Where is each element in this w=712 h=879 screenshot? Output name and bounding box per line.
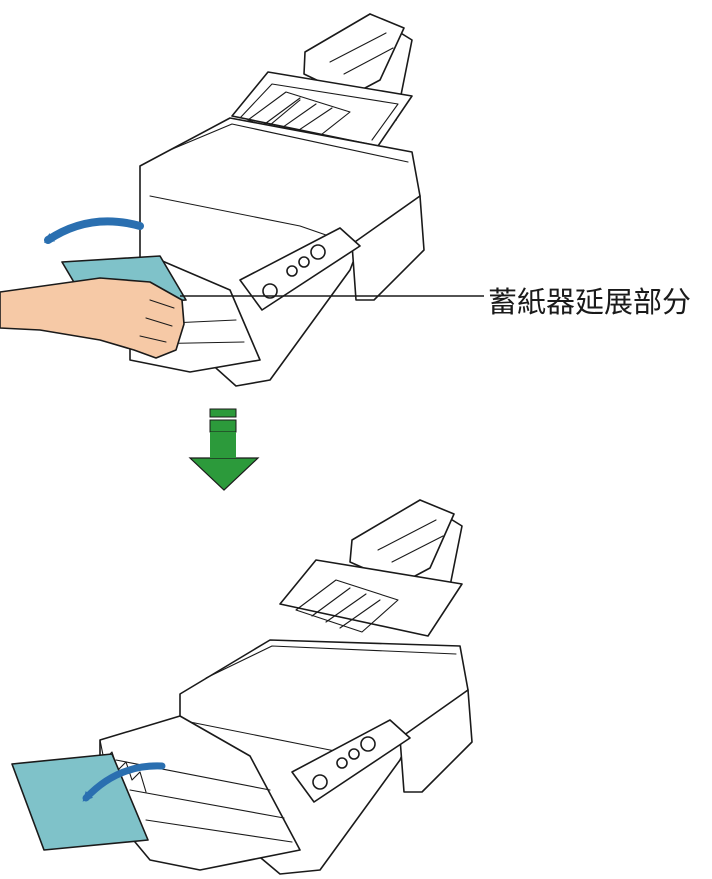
control-buttons: [262, 244, 326, 299]
down-arrow-icon: [188, 408, 260, 491]
scanner-bottom: [11, 499, 473, 875]
control-buttons-bottom: [312, 736, 376, 790]
rotate-arrow-icon: [43, 217, 144, 244]
callout-label-stacker-extension: 蓄紙器延展部分: [488, 285, 692, 319]
rotate-arrow-icon-bottom: [82, 762, 166, 802]
scanner-top: [0, 13, 425, 387]
hand-icon: [0, 277, 185, 359]
